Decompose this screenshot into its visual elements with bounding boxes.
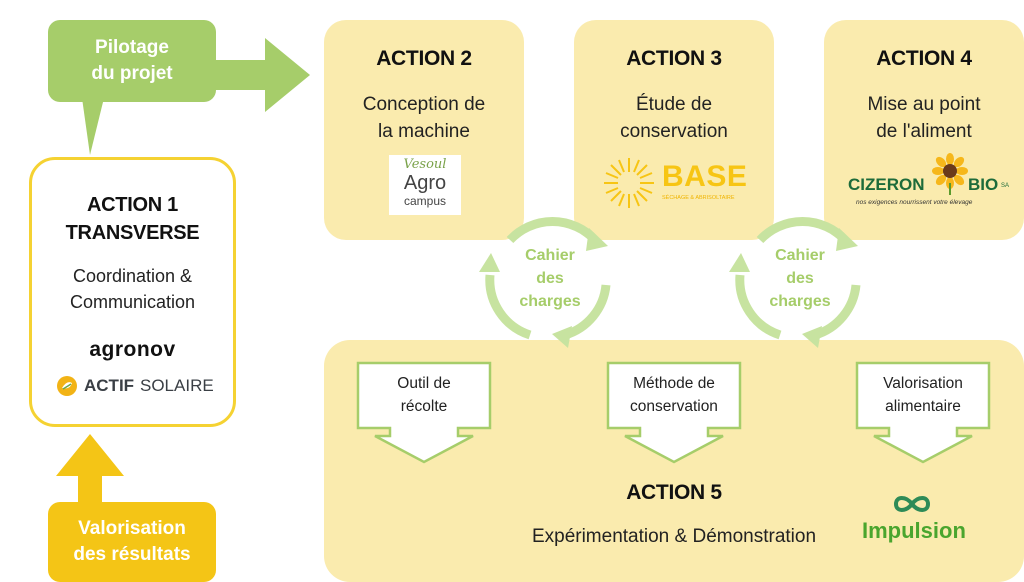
action4-desc-line1: Mise au point [867,94,981,115]
action5-desc: Expérimentation & Démonstration [531,526,817,547]
action3-desc-line1: Étude de [635,94,713,115]
pilotage-arrow [210,38,310,112]
pilotage-tail [82,98,104,155]
cycle1-arrowhead-3 [479,253,500,272]
bio-label: BIO [968,175,999,194]
actif-label: ACTIF [84,376,135,395]
action1-box: ACTION 1 TRANSVERSE Coordination & Commu… [29,157,236,427]
cycle1-arrowhead-1 [586,228,608,251]
cycle2-arrowhead-3 [729,253,750,272]
output-arrow-2 [606,361,742,464]
cycle2-arrowhead-1 [836,228,858,251]
output-1-line2: récolte [400,398,448,415]
cycle1-arc-top [506,216,599,244]
cycle2-arc-right [813,284,861,340]
output-2-line2: conservation [630,398,718,415]
cycle2-arc-top [756,216,849,244]
pilotage-bubble: Pilotage du projet [48,20,216,102]
action1-desc-line1: Coordination & [72,266,193,286]
output-3-line2: alimentaire [885,398,961,415]
action1-title-line1: ACTION 1 [87,194,178,216]
cycle2-line2: des [786,270,814,287]
valorisation-line1: Valorisation [78,518,186,539]
cycle2-line3: charges [769,293,831,310]
agronov-logo-text: agronov [89,338,176,361]
cizeron-bio-logo: CIZERON BIO SA nos exigences nourrissent… [844,153,1014,217]
action4-desc-line2: de l'aliment [876,121,972,142]
base-tagline: SÉCHAGE & ABRISOLTAIRE [662,195,735,201]
infinity-icon [893,496,931,512]
output-3-line1: Valorisation [883,375,963,392]
valorisation-arrow [56,434,124,510]
action3-title: ACTION 3 [626,47,722,70]
cizeron-tagline: nos exigences nourrissent votre élevage [856,199,973,206]
sun-leaf-icon [57,376,77,396]
cycle1-line2: des [536,270,564,287]
action4-box: ACTION 4 Mise au point de l'aliment CIZE… [824,20,1024,240]
sa-label: SA [1001,183,1010,189]
base-logo: BASE SÉCHAGE & ABRISOLTAIRE [602,154,752,214]
cycle1-line3: charges [519,293,581,310]
campus-label: campus [403,194,447,208]
cycle1-line1: Cahier [525,247,575,264]
cycle2-line1: Cahier [775,247,825,264]
action2-desc-line1: Conception de [362,94,486,115]
pilotage-connector [82,38,310,155]
output-2-line1: Méthode de [633,375,715,392]
agronov-logo: agronov [32,338,233,362]
vesoul-agro-logo: Vesoul Agro campus [389,155,461,215]
cycle1-arc-left [485,274,532,340]
output-1-line1: Outil de [397,375,451,392]
action5-title: ACTION 5 [626,481,722,504]
impulsion-label: Impulsion [862,518,966,543]
solaire-label: SOLAIRE [140,376,214,395]
output-arrow-3 [855,361,991,464]
sunflower-icon [932,153,968,195]
action1-desc-line2: Communication [69,292,196,312]
sunburst-icon [604,158,654,208]
action2-box: ACTION 2 Conception de la machine Vesoul… [324,20,524,240]
action3-box: ACTION 3 Étude de conservation BASE SÉCH… [574,20,774,240]
action2-desc-line2: la machine [378,121,470,142]
cycle1-arc-right [563,284,611,340]
pilotage-line2: du projet [91,63,173,84]
cycle1-arrowhead-2 [552,326,572,348]
output-arrow-1 [356,361,492,464]
pilotage-line1: Pilotage [95,37,169,58]
action4-title: ACTION 4 [876,47,972,70]
valorisation-line2: des résultats [73,544,191,565]
valorisation-bubble: Valorisation des résultats [48,502,216,582]
agro-label: Agro [403,172,447,194]
cycle2-arc-left [735,274,782,340]
base-name: BASE [662,160,748,193]
action2-title: ACTION 2 [376,47,472,70]
cizeron-label: CIZERON [848,175,925,194]
cycle2-arrowhead-2 [802,326,822,348]
vesoul-label: Vesoul [403,157,447,172]
action3-desc-line2: conservation [620,121,728,142]
action1-title-line2: TRANSVERSE [65,222,200,244]
impulsion-logo: Impulsion [862,494,992,550]
